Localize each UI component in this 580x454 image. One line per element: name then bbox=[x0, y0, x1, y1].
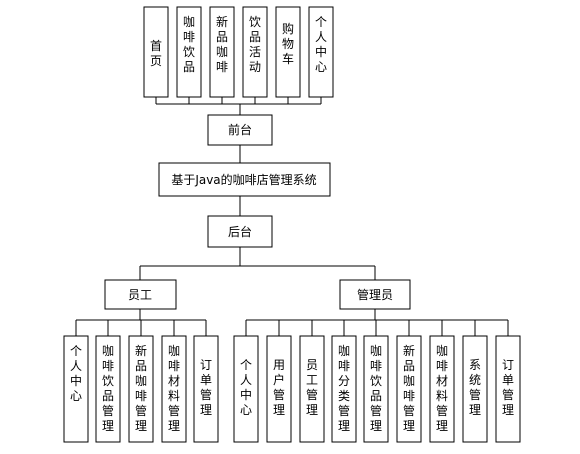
frontend-module-label: 个人中心 bbox=[315, 15, 327, 74]
staff-modules: 个人中心 咖啡饮品管理 新品咖啡管理 咖啡材料管理 订单管理 bbox=[63, 335, 219, 443]
frontend-module-cart: 购物车 bbox=[275, 6, 301, 98]
admin-module-label: 员工管理 bbox=[306, 358, 318, 417]
admin-module: 员工管理 bbox=[299, 335, 325, 443]
staff-module-label: 咖啡饮品管理 bbox=[102, 343, 114, 433]
admin-module-label: 咖啡分类管理 bbox=[338, 343, 350, 433]
staff-module: 个人中心 bbox=[63, 335, 89, 443]
frontend-module-label: 饮品活动 bbox=[249, 15, 261, 74]
admin-module: 新品咖啡管理 bbox=[396, 335, 422, 443]
admin-module-label: 新品咖啡管理 bbox=[403, 343, 415, 433]
staff-module-label: 个人中心 bbox=[70, 344, 82, 403]
admin-label: 管理员 bbox=[357, 287, 393, 302]
admin-module-label: 订单管理 bbox=[502, 358, 514, 417]
staff-module: 订单管理 bbox=[193, 335, 219, 443]
frontend-module-label: 咖啡饮品 bbox=[183, 14, 195, 74]
frontend-module-new-coffee: 新品咖啡 bbox=[209, 6, 235, 98]
staff-label: 员工 bbox=[128, 288, 152, 302]
admin-module-label: 咖啡饮品管理 bbox=[370, 343, 382, 433]
admin-module: 咖啡分类管理 bbox=[331, 335, 357, 443]
admin-modules: 个人中心 用户管理 员工管理 咖啡分类管理 咖啡饮品管理 新品咖啡管理 咖啡材料… bbox=[233, 335, 521, 443]
system-node: 基于Java的咖啡店管理系统 bbox=[158, 162, 331, 197]
frontend-module-coffee-drinks: 咖啡饮品 bbox=[176, 6, 202, 98]
admin-module-label: 用户管理 bbox=[273, 358, 285, 417]
admin-module: 个人中心 bbox=[233, 335, 259, 443]
backend-node: 后台 bbox=[207, 215, 273, 248]
frontend-module-label: 首页 bbox=[150, 39, 162, 68]
admin-module: 咖啡材料管理 bbox=[429, 335, 455, 443]
staff-module: 咖啡材料管理 bbox=[161, 335, 187, 443]
frontend-modules: 首页 咖啡饮品 新品咖啡 饮品活动 购物车 个人中心 bbox=[143, 6, 334, 98]
admin-module-label: 咖啡材料管理 bbox=[436, 343, 448, 433]
backend-label: 后台 bbox=[228, 224, 252, 239]
staff-module: 咖啡饮品管理 bbox=[95, 335, 121, 443]
admin-node: 管理员 bbox=[339, 279, 411, 310]
frontend-module-home: 首页 bbox=[143, 6, 169, 98]
connectors bbox=[75, 97, 509, 336]
staff-module-label: 咖啡材料管理 bbox=[168, 343, 180, 433]
admin-module-label: 个人中心 bbox=[240, 358, 252, 417]
system-label: 基于Java的咖啡店管理系统 bbox=[171, 172, 316, 187]
staff-module-label: 新品咖啡管理 bbox=[135, 343, 147, 433]
frontend-node: 前台 bbox=[207, 114, 273, 146]
frontend-module-profile: 个人中心 bbox=[308, 6, 334, 98]
admin-module-label: 系统管理 bbox=[469, 358, 481, 417]
admin-module: 咖啡饮品管理 bbox=[363, 335, 389, 443]
staff-module-label: 订单管理 bbox=[200, 358, 212, 417]
frontend-label: 前台 bbox=[228, 122, 252, 137]
frontend-module-drink-events: 饮品活动 bbox=[242, 6, 268, 98]
admin-module: 用户管理 bbox=[266, 335, 292, 443]
frontend-module-label: 购物车 bbox=[282, 21, 294, 66]
staff-node: 员工 bbox=[104, 279, 177, 310]
frontend-module-label: 新品咖啡 bbox=[216, 14, 228, 74]
admin-module: 系统管理 bbox=[462, 335, 488, 443]
admin-module: 订单管理 bbox=[495, 335, 521, 443]
staff-module: 新品咖啡管理 bbox=[128, 335, 154, 443]
